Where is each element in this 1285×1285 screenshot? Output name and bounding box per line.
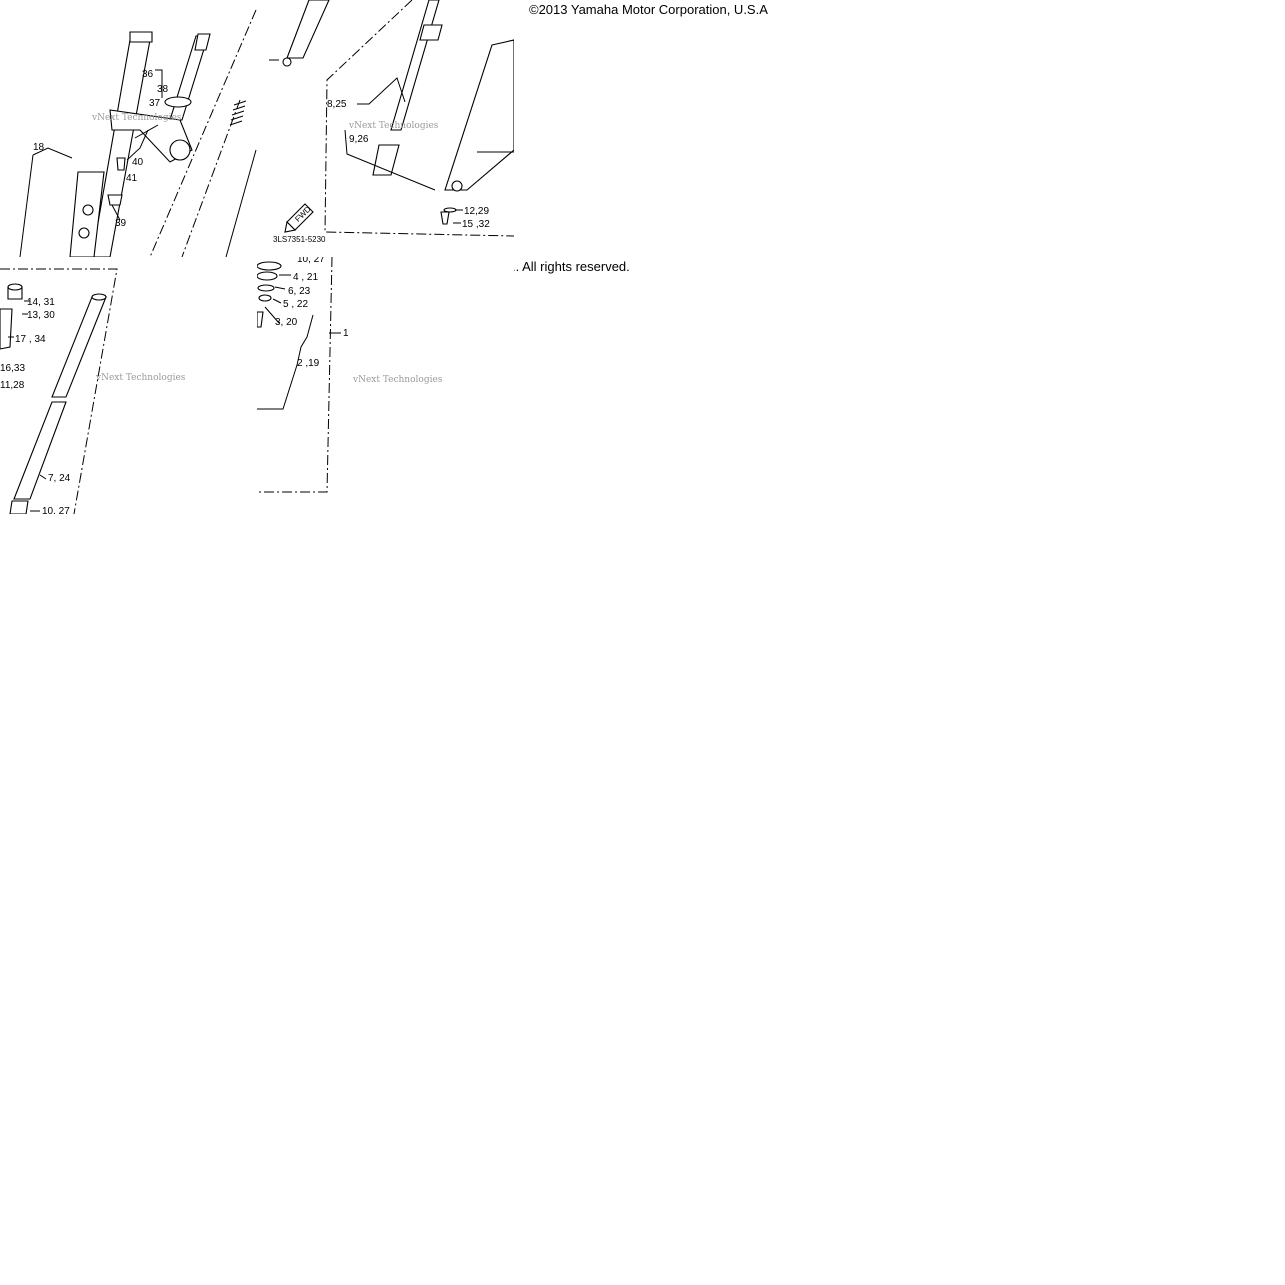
fork-upper-drawing: 35 36 38 37 18 40 41 39 vNext Technologi… [19,9,257,257]
rebound-spring [419,24,443,41]
dust-seal-top [7,283,23,291]
callout-11-28: 11,28 [0,380,25,391]
outer-tube-right [444,39,514,191]
damper-parts-drawing: 10, 27 4 , 21 6, 23 5 , 22 3, 20 1 2 ,19… [257,257,443,493]
callout-13-30: 13, 30 [27,310,55,321]
callout-1: 1 [343,328,349,339]
fitting [78,227,90,239]
damper-rod [390,0,440,131]
fork-bottom-piece [286,0,330,59]
drawing-number: 3LS7351-5230 [273,235,326,244]
watermark: vNext Technologies [348,121,439,131]
callout-4-21: 4 , 21 [293,272,318,283]
callout-9-26: 9,26 [349,134,369,145]
copyright-notice: ©2013 Yamaha Motor Corporation, U.S.A [529,2,768,17]
callout-6-23: 6, 23 [288,286,311,297]
diagram-tile-top-left: 35 36 38 37 18 40 41 39 vNext Technologi… [0,0,257,257]
tube-end [91,293,107,301]
bolt-15 [440,211,450,225]
callout-17-34: 17 , 34 [15,334,46,345]
washer [257,284,275,292]
callout-16-33: 16,33 [0,363,25,374]
stem-washer [164,96,192,108]
fork-cap [129,31,153,43]
diagram-tile-top-right: FWD 8,25 9,26 12,29 15 ,32 3LS7351-5230 … [257,0,514,257]
callout-41: 41 [126,173,138,184]
diagram-tile-bottom-left: 14, 31 13, 30 17 , 34 16,33 11,28 7, 24 … [0,257,257,514]
piston-piece [257,311,264,328]
callout-7-24: 7, 24 [48,473,71,484]
callout-8-25: 8,25 [327,99,347,110]
fork-lower-drawing: FWD 8,25 9,26 12,29 15 ,32 3LS7351-5230 … [269,0,514,244]
oil-lock-piece [257,261,282,271]
callout-12-29: 12,29 [464,206,489,217]
callout-5-22: 5 , 22 [283,299,308,310]
fwd-arrow-icon: FWD [284,203,314,233]
drain-bolt [451,180,463,192]
diagram-tile-bottom-right: 10, 27 4 , 21 6, 23 5 , 22 3, 20 1 2 ,19… [257,257,514,514]
callout-2-19: 2 ,19 [297,358,320,369]
callout-36: 36 [142,69,154,80]
callout-38: 38 [157,84,169,95]
watermark: vNext Technologies [352,375,443,385]
oil-seal-clip [0,308,13,350]
seat [257,271,278,281]
fitting [82,204,94,216]
gasket-12 [443,207,457,213]
nut-35 [282,57,292,67]
callout-40: 40 [132,157,144,168]
callout-37: 37 [149,98,161,109]
bolt-39 [107,194,123,206]
rights-notice: .. All rights reserved. [512,259,630,274]
watermark: vNext Technologies [91,113,182,123]
fork-tube-drawing: 14, 31 13, 30 17 , 34 16,33 11,28 7, 24 … [0,268,186,514]
slide-bushing [9,500,29,514]
callout-3-20: 3, 20 [275,317,298,328]
watermark: vNext Technologies [95,373,186,383]
taper-spindle [372,144,400,176]
callout-39: 39 [115,218,127,229]
spring-coil [229,100,247,126]
bolt-40 [116,157,126,171]
inner-tube-lower [13,401,67,500]
callout-10-27: 10, 27 [42,506,70,514]
callout-10-27-d: 10, 27 [297,257,325,265]
bracket-clamp [169,139,191,161]
callout-18: 18 [33,142,45,153]
callout-14-31: 14, 31 [27,297,55,308]
stem-nut [194,33,211,51]
callout-15-32: 15 ,32 [462,219,490,230]
ring [258,294,272,302]
